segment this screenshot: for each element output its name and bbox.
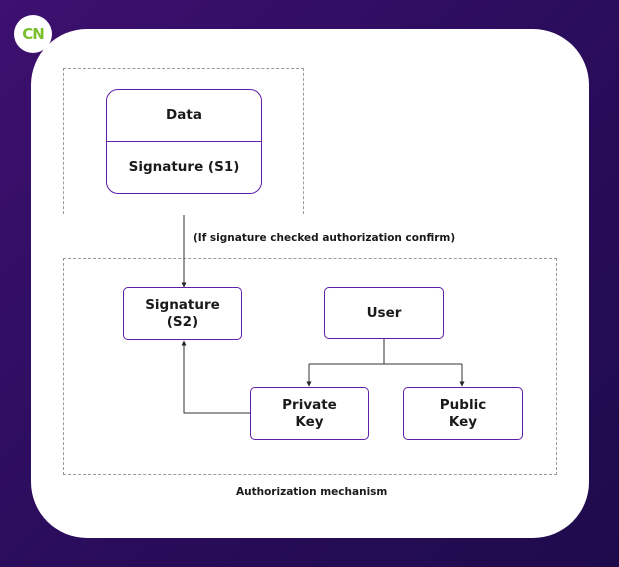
signature-s2-line2: (S2): [166, 313, 199, 330]
user-node: User: [324, 287, 444, 339]
arrow-private-key-to-s2: [181, 340, 250, 414]
data-signature-box: Data Signature (S1): [106, 89, 262, 194]
public-key-line1: Public: [439, 396, 487, 413]
logo: CN: [14, 15, 52, 53]
data-group-frame: [63, 68, 304, 214]
data-cell: Data: [107, 90, 261, 142]
public-key-line2: Key: [448, 413, 478, 430]
user-label: User: [366, 304, 402, 321]
signature-s2-node: Signature(S2): [123, 287, 242, 340]
signature-s2-line1: Signature: [145, 296, 220, 313]
condition-label: (If signature checked authorization conf…: [193, 232, 456, 244]
private-key-line1: Private: [282, 396, 337, 413]
signature-s1-cell: Signature (S1): [128, 159, 240, 176]
authorization-group-frame: [63, 258, 557, 475]
private-key-line2: Key: [295, 413, 324, 430]
logo-text: CN: [22, 25, 45, 43]
caption: Authorization mechanism: [236, 486, 388, 498]
